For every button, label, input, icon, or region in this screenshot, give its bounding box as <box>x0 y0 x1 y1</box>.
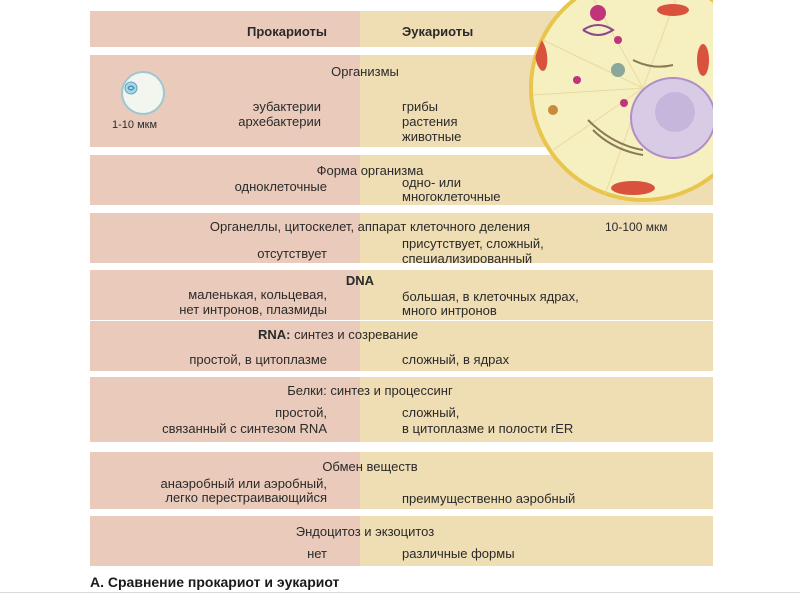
dna-row: DNA маленькая, кольцевая, нет интронов, … <box>90 270 713 320</box>
endocytosis-title: Эндоцитоз и экзоцитоз <box>295 524 435 539</box>
figure-caption: A. Сравнение прокариот и эукариот <box>90 574 340 590</box>
metabolism-row: Обмен веществ анаэробный или аэробный, л… <box>90 452 713 509</box>
metabolism-prokaryote-1: анаэробный или аэробный, <box>160 476 327 491</box>
proteins-row: Белки: синтез и процессинг простой, связ… <box>90 377 713 442</box>
rna-row: RNA: синтез и созревание простой, в цито… <box>90 321 713 371</box>
organelles-row: Органеллы, цитоскелет, аппарат клеточног… <box>90 213 713 263</box>
rna-eukaryote: сложный, в ядрах <box>402 352 510 367</box>
prokaryote-size-label: 1-10 мкм <box>112 119 158 131</box>
dna-eukaryote-2: много интронов <box>402 303 497 318</box>
prokaryotes-header: Прокариоты <box>247 24 327 39</box>
rna-title-prefix: RNA: <box>258 327 291 342</box>
proteins-prokaryote-2: связанный с синтезом RNA <box>162 421 327 436</box>
form-eukaryote-1: одно- или <box>402 175 461 190</box>
prokaryote-organism-2: архебактерии <box>238 114 321 129</box>
dna-title: DNA <box>345 273 375 288</box>
endocytosis-eukaryote: различные формы <box>402 546 515 561</box>
prokaryote-cell-icon <box>121 71 165 115</box>
prokaryote-organism-1: эубактерии <box>252 99 321 114</box>
eukaryote-organism-1: грибы <box>402 99 439 114</box>
proteins-title: Белки: синтез и процессинг <box>287 383 453 398</box>
organelles-prokaryote: отсутствует <box>257 246 327 261</box>
proteins-prokaryote-1: простой, <box>275 405 327 420</box>
form-title: Форма организма <box>316 163 424 178</box>
organisms-title: Организмы <box>331 64 399 79</box>
eukaryote-size-label: 10-100 мкм <box>605 220 668 234</box>
rna-prokaryote: простой, в цитоплазме <box>189 352 327 367</box>
metabolism-eukaryote: преимущественно аэробный <box>402 491 576 506</box>
endocytosis-row: Эндоцитоз и экзоцитоз нет различные форм… <box>90 516 713 566</box>
dna-prokaryote-1: маленькая, кольцевая, <box>188 287 327 302</box>
rna-title-rest: синтез и созревание <box>290 327 419 342</box>
organelles-title: Органеллы, цитоскелет, аппарат клеточног… <box>209 219 531 234</box>
bottom-divider <box>0 592 800 593</box>
eukaryote-organism-3: животные <box>402 129 462 144</box>
metabolism-title: Обмен веществ <box>322 459 418 474</box>
form-prokaryote: одноклеточные <box>234 179 327 194</box>
form-eukaryote-2: многоклеточные <box>402 189 501 204</box>
organelles-eukaryote-2: специализированный <box>402 251 533 263</box>
proteins-eukaryote-2: в цитоплазме и полости rER <box>402 421 574 436</box>
eukaryotic-cell-illustration <box>529 0 713 202</box>
eukaryotes-header: Эукариоты <box>402 24 474 39</box>
dna-eukaryote-1: большая, в клеточных ядрах, <box>402 289 579 304</box>
rna-title: RNA: синтез и созревание <box>258 327 418 343</box>
dna-prokaryote-2: нет интронов, плазмиды <box>179 302 327 317</box>
organelles-eukaryote-1: присутствует, сложный, <box>402 236 544 251</box>
eukaryote-organism-2: растения <box>402 114 458 129</box>
proteins-eukaryote-1: сложный, <box>402 405 460 420</box>
metabolism-prokaryote-2: легко перестраивающийся <box>165 490 327 505</box>
endocytosis-prokaryote: нет <box>307 546 327 561</box>
